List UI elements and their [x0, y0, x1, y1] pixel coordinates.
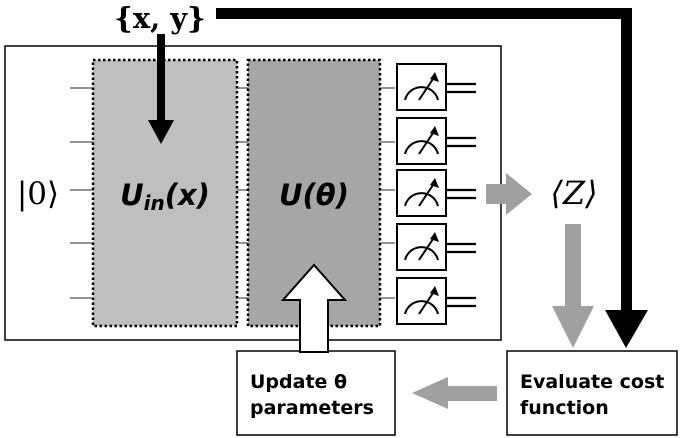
measurement-meter-icon	[396, 277, 447, 325]
classical-wire-icon	[446, 82, 476, 308]
encoder-gate-label: Uin(x)	[120, 178, 210, 215]
labels-to-cost-arrow-icon	[216, 8, 648, 348]
measurement-meter-icon	[396, 169, 447, 217]
cost-to-update-arrow-icon	[412, 377, 497, 409]
measurement-meter-icon	[396, 117, 447, 165]
cost-function-box	[506, 350, 678, 436]
expectation-value-label: ⟨Z⟩	[550, 174, 597, 212]
cost-function-line2: function	[520, 397, 609, 419]
input-data-label: {x, y}	[114, 1, 206, 35]
update-to-gate-arrow-icon	[280, 263, 348, 353]
measurement-meter-icon	[396, 223, 447, 271]
measurement-meter-icon	[396, 63, 447, 111]
update-parameters-box	[236, 350, 396, 436]
measurement-output-arrow-icon	[486, 173, 532, 215]
update-parameters-line1: Update θ	[250, 371, 347, 393]
variational-gate-label: U(θ)	[279, 178, 349, 212]
encoder-gate	[91, 58, 239, 328]
expectation-to-cost-arrow-icon	[552, 224, 594, 348]
update-parameters-line2: parameters	[250, 397, 374, 419]
measurements	[396, 63, 447, 325]
input-arrow-icon	[148, 34, 174, 144]
cost-function-line1: Evaluate cost	[520, 371, 664, 393]
initial-state-label: |0⟩	[17, 176, 59, 212]
